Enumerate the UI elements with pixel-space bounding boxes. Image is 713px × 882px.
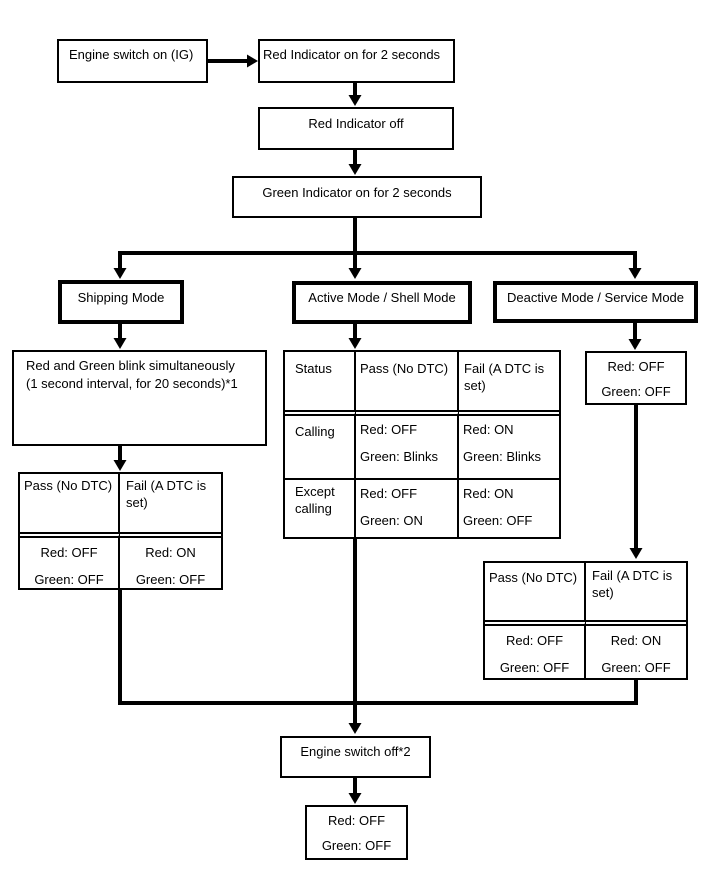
deactive-pass-red: Red: OFF bbox=[505, 633, 564, 648]
active-calling-pass-red: Red: OFF bbox=[360, 422, 418, 437]
shipping-pass-red: Red: OFF bbox=[40, 545, 98, 560]
active-fail-header: Fail (A DTC is set) bbox=[464, 361, 545, 393]
active-except-pass-green: Green: ON bbox=[360, 513, 423, 528]
active-calling-fail-green: Green: Blinks bbox=[463, 449, 542, 464]
active-calling-fail-red: Red: ON bbox=[463, 422, 514, 437]
final-state-green: Green: OFF bbox=[321, 838, 392, 853]
shipping-mode-box: Shipping Mode bbox=[58, 280, 184, 324]
shipping-fail-green: Green: OFF bbox=[135, 572, 206, 587]
active-except-label: Except calling bbox=[285, 478, 356, 537]
deactive-pass-header: Pass (No DTC) bbox=[485, 563, 586, 620]
deactive-state-green: Green: OFF bbox=[601, 384, 671, 399]
active-except-fail: Red: ON Green: OFF bbox=[459, 478, 559, 537]
active-calling-pass: Red: OFF Green: Blinks bbox=[356, 410, 459, 478]
active-calling-pass-green: Green: Blinks bbox=[360, 449, 439, 464]
deactive-fail-red: Red: ON bbox=[610, 633, 662, 648]
final-state-box: Red: OFF Green: OFF bbox=[305, 805, 408, 860]
active-calling-label: Calling bbox=[285, 410, 356, 478]
engine-switch-on-box: Engine switch on (IG) bbox=[57, 39, 208, 83]
deactive-fail-green: Green: OFF bbox=[601, 660, 671, 675]
deactive-state-red: Red: OFF bbox=[607, 359, 665, 374]
deactive-fail-header: Fail (A DTC is set) bbox=[592, 568, 673, 600]
engine-switch-off-box: Engine switch off*2 bbox=[280, 736, 431, 778]
blink-note-line2: (1 second interval, for 20 seconds)*1 bbox=[26, 376, 238, 391]
deactive-fail-result: Red: ON Green: OFF bbox=[586, 620, 686, 678]
shipping-pass-green: Green: OFF bbox=[34, 572, 104, 587]
shipping-fail-result: Red: ON Green: OFF bbox=[120, 532, 221, 588]
red-indicator-off-box: Red Indicator off bbox=[258, 107, 454, 150]
deactive-result-table: Pass (No DTC) Fail (A DTC is set) Red: O… bbox=[483, 561, 688, 680]
final-state-red: Red: OFF bbox=[327, 813, 386, 828]
active-except-fail-green: Green: OFF bbox=[463, 513, 533, 528]
green-indicator-on-box: Green Indicator on for 2 seconds bbox=[232, 176, 482, 218]
active-mode-table: Status Pass (No DTC) Fail (A DTC is set)… bbox=[283, 350, 561, 539]
shipping-fail-header: Fail (A DTC is set) bbox=[126, 478, 207, 510]
shipping-result-table: Pass (No DTC) Fail (A DTC is set) Red: O… bbox=[18, 472, 223, 590]
blink-note-line1: Red and Green blink simultaneously bbox=[26, 358, 235, 373]
shipping-pass-result: Red: OFF Green: OFF bbox=[20, 532, 120, 588]
active-except-fail-red: Red: ON bbox=[463, 486, 514, 501]
active-except-pass: Red: OFF Green: ON bbox=[356, 478, 459, 537]
blink-note-box: Red and Green blink simultaneously (1 se… bbox=[12, 350, 267, 446]
red-indicator-on-box: Red Indicator on for 2 seconds bbox=[258, 39, 455, 83]
deactive-mode-box: Deactive Mode / Service Mode bbox=[493, 281, 698, 323]
active-pass-header: Pass (No DTC) bbox=[356, 352, 459, 410]
shipping-fail-red: Red: ON bbox=[145, 545, 196, 560]
shipping-pass-header: Pass (No DTC) bbox=[20, 474, 120, 532]
active-except-pass-red: Red: OFF bbox=[360, 486, 418, 501]
active-status-header: Status bbox=[285, 352, 356, 410]
deactive-pass-result: Red: OFF Green: OFF bbox=[485, 620, 586, 678]
deactive-state-box: Red: OFF Green: OFF bbox=[585, 351, 687, 405]
active-mode-box: Active Mode / Shell Mode bbox=[292, 281, 472, 324]
deactive-pass-green: Green: OFF bbox=[499, 660, 570, 675]
active-calling-fail: Red: ON Green: Blinks bbox=[459, 410, 559, 478]
